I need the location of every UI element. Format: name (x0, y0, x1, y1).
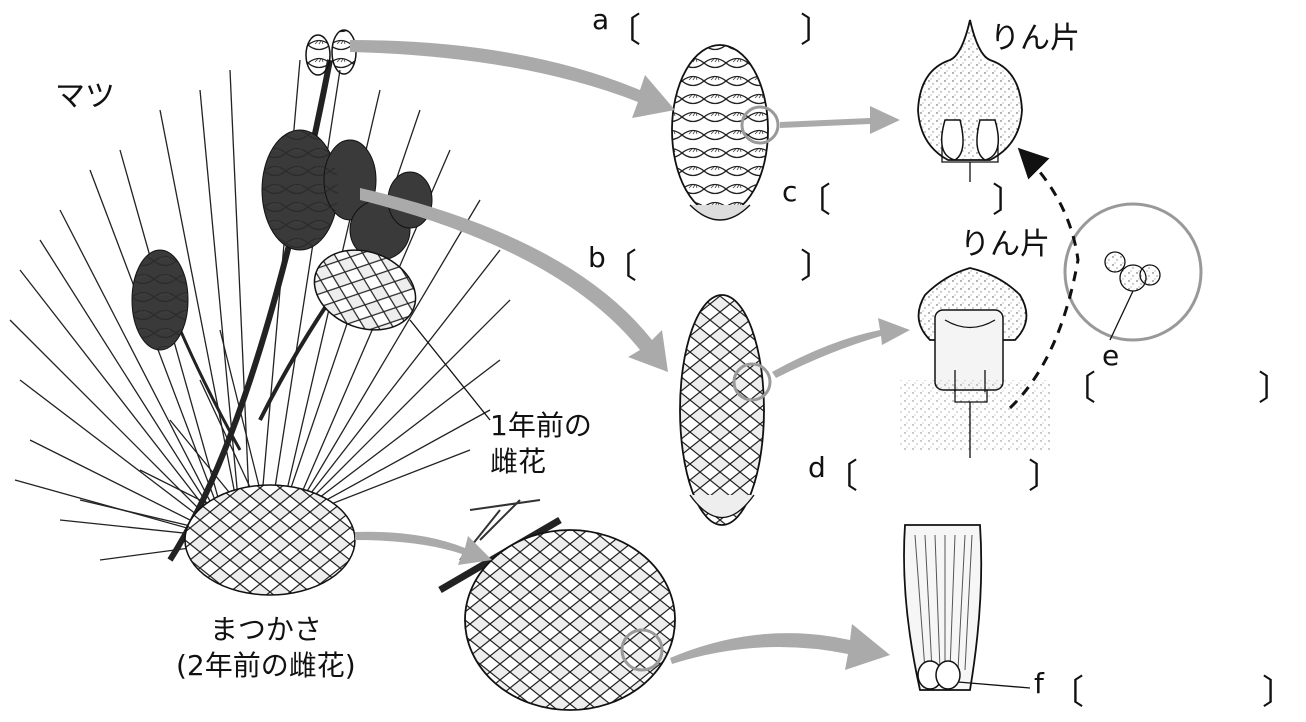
bracket-c-open: 〔 (797, 184, 831, 218)
label-e: e (1102, 342, 1119, 370)
bracket-a-open: 〔 (607, 14, 641, 48)
label-scale-mid: りん片 (960, 230, 1050, 260)
pine-branch-illustration (10, 30, 510, 595)
prev-year-line2: 雌花 (490, 444, 592, 480)
female-scale-detail (900, 268, 1050, 458)
pinecone-label: まつかさ (2年前の雌花) (176, 612, 356, 684)
label-scale-top: りん片 (990, 24, 1080, 54)
prev-year-female-flower-label: 1年前の 雌花 (490, 408, 592, 480)
prev-year-line1: 1年前の (490, 408, 592, 444)
pollen-detail (1065, 204, 1201, 340)
bracket-c-close: 〕 (992, 184, 1026, 218)
pinecone-line2: (2年前の雌花) (176, 648, 356, 684)
bracket-a-close: 〕 (800, 14, 834, 48)
bracket-e-open: 〔 (1062, 372, 1096, 406)
bracket-d-open: 〔 (824, 460, 858, 494)
bracket-e-close: 〕 (1258, 372, 1292, 406)
label-f: f (1034, 670, 1044, 698)
bracket-b-close: 〕 (800, 250, 834, 284)
male-cone-a (672, 45, 778, 220)
bracket-f-close: 〕 (1262, 676, 1296, 710)
pinecone-line1: まつかさ (176, 612, 356, 648)
bracket-f-open: 〔 (1050, 676, 1084, 710)
label-c: c (782, 178, 797, 206)
bracket-b-open: 〔 (603, 250, 637, 284)
seed-scale-detail (904, 525, 1030, 690)
female-cone-b (680, 295, 770, 525)
bracket-d-close: 〕 (1028, 460, 1062, 494)
diagram-title: マツ (55, 82, 115, 112)
mature-pinecone (440, 500, 675, 710)
